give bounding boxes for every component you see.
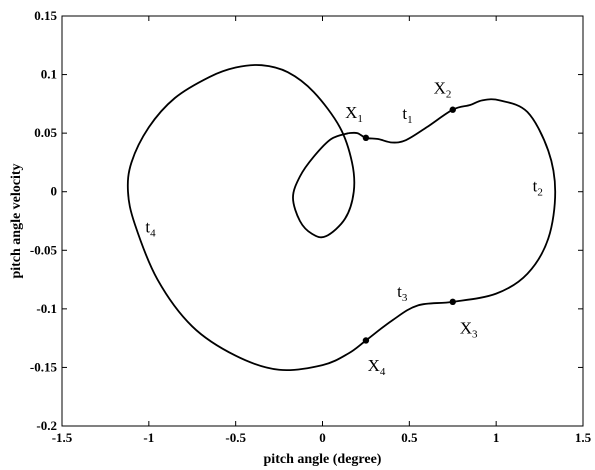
annotation-sub: 3: [402, 292, 408, 304]
annotation-main: X: [345, 103, 357, 122]
state-point-x1: [362, 134, 370, 142]
state-point-x4: [362, 337, 370, 344]
annotation-t2: t2: [533, 177, 543, 199]
x-axis: -1.5 -1 -0.5 0 0.5 1 1.5: [52, 16, 592, 445]
y-tick-label: 0.1: [41, 67, 57, 82]
x-tick-label: 1: [493, 430, 500, 445]
annotation-x3: X3: [460, 318, 478, 340]
state-point-x2: [449, 106, 456, 113]
x-tick-label: -1: [143, 430, 154, 445]
y-tick-label: -0.05: [30, 242, 58, 257]
annotation-sub: 4: [380, 366, 386, 378]
annotation-main: X: [434, 78, 446, 97]
annotation-main: t: [402, 104, 407, 123]
annotation-t4: t4: [145, 218, 156, 240]
y-axis-label: pitch angle velocity: [9, 163, 24, 278]
annotation-x1: X1: [345, 103, 363, 125]
annotation-sub: 3: [472, 328, 478, 340]
y-tick-label: 0.05: [34, 125, 57, 140]
y-tick-label: -0.2: [36, 418, 57, 433]
x-tick-label: 0: [319, 430, 326, 445]
annotation-main: X: [368, 356, 380, 375]
annotation-sub: 4: [150, 228, 156, 240]
y-axis: -0.2 -0.15 -0.1 -0.05 0 0.05 0.1 0.15: [30, 8, 583, 433]
annotation-main: t: [397, 282, 402, 301]
annotation-sub: 1: [407, 114, 413, 126]
x-tick-label: -0.5: [225, 430, 246, 445]
annotation-sub: 1: [357, 113, 363, 125]
annotation-t1: t1: [402, 104, 412, 126]
annotation-sub: 2: [446, 88, 452, 100]
y-tick-label: 0.15: [34, 8, 57, 23]
y-tick-label: -0.15: [30, 359, 58, 374]
x-tick-label: -1.5: [52, 430, 73, 445]
annotation-sub: 2: [537, 187, 543, 199]
x-tick-label: 1.5: [575, 430, 592, 445]
state-point-x3: [449, 298, 456, 306]
x-axis-label: pitch angle (degree): [264, 452, 382, 467]
annotation-main: t: [533, 177, 538, 196]
annotation-x4: X4: [368, 356, 386, 378]
y-tick-label: -0.1: [36, 301, 57, 316]
annotation-x2: X2: [434, 78, 452, 100]
y-tick-label: 0: [51, 184, 58, 199]
annotation-t3: t3: [397, 282, 408, 304]
plot-area: [61, 15, 584, 427]
series-line: [126, 64, 557, 372]
x-tick-label: 0.5: [401, 430, 418, 445]
state-points: [362, 106, 456, 344]
annotation-main: t: [145, 218, 150, 237]
annotation-main: X: [460, 318, 472, 337]
